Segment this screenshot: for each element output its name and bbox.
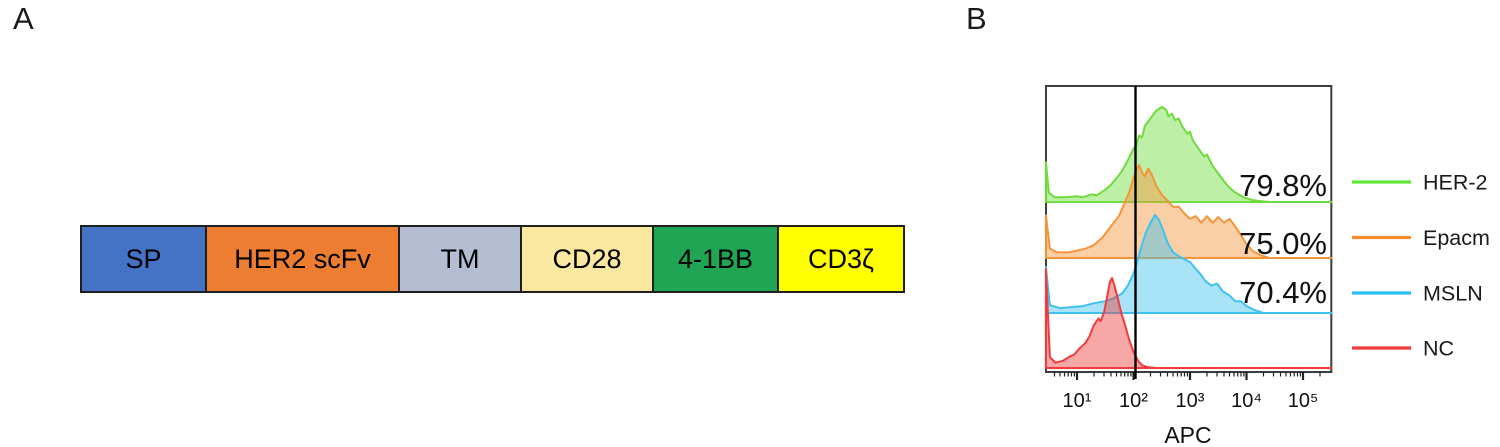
legend-label-her2: HER-2 — [1423, 171, 1488, 195]
percent-msln: 70.4% — [1239, 275, 1327, 310]
flow-cytometry-plot: 10¹ 10² 10³ 10⁴ 10⁵ APC 79.8% 75.0% 70.4… — [1044, 85, 1490, 447]
segment-sp-label: SP — [125, 243, 162, 274]
percent-her2: 79.8% — [1239, 168, 1327, 203]
segment-cd3zeta: CD3ζ — [777, 225, 905, 293]
axis-ticks — [1053, 372, 1321, 380]
segment-her2-scfv: HER2 scFv — [205, 225, 400, 293]
segment-cd28-label: CD28 — [552, 243, 622, 274]
legend-label-epacm: Epacm — [1423, 226, 1490, 250]
x-tick-label-4: 10⁴ — [1231, 390, 1262, 412]
histogram-nc — [1044, 268, 1333, 369]
legend-label-nc: NC — [1423, 337, 1454, 361]
segment-tm: TM — [398, 225, 522, 293]
panel-b-label: B — [966, 1, 987, 36]
x-axis-label: APC — [1164, 422, 1211, 447]
segment-4-1bb: 4-1BB — [652, 225, 779, 293]
segment-sp: SP — [80, 225, 207, 293]
histogram-epacm — [1044, 164, 1333, 259]
x-tick-label-5: 10⁵ — [1288, 390, 1319, 412]
panel-a-label: A — [13, 1, 34, 36]
histogram-her-2 — [1044, 106, 1333, 203]
percent-epacm: 75.0% — [1239, 226, 1327, 261]
car-construct-diagram: SP HER2 scFv TM CD28 4-1BB CD3ζ — [80, 225, 905, 293]
legend: HER-2 Epacm MSLN NC — [1352, 171, 1490, 361]
legend-label-msln: MSLN — [1423, 282, 1483, 306]
histograms — [1044, 106, 1333, 369]
segment-cd3zeta-label: CD3ζ — [808, 243, 874, 274]
histogram-msln — [1044, 214, 1333, 314]
segment-4-1bb-label: 4-1BB — [677, 243, 754, 274]
x-tick-label-2: 10² — [1119, 390, 1148, 412]
x-tick-label-3: 10³ — [1176, 390, 1205, 412]
segment-her2-scfv-label: HER2 scFv — [234, 243, 371, 274]
segment-tm-label: TM — [440, 243, 480, 274]
x-tick-label-1: 10¹ — [1063, 390, 1092, 412]
segment-cd28: CD28 — [520, 225, 654, 293]
